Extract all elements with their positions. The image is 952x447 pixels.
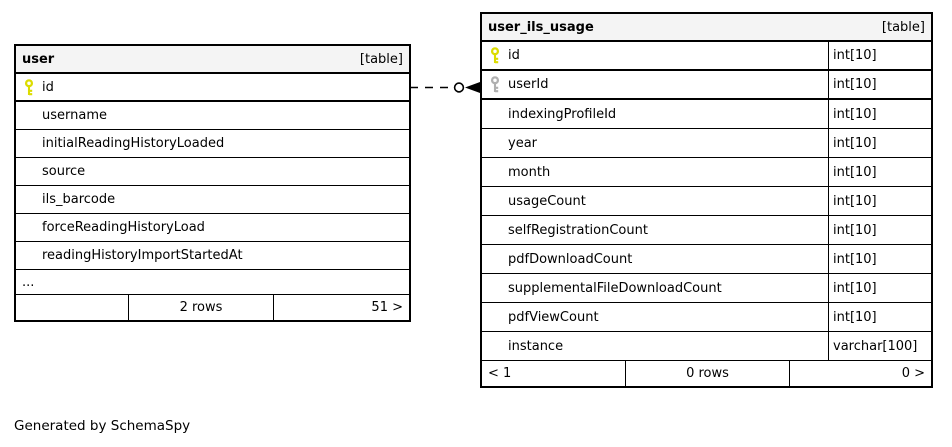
- column-type: int[10]: [828, 216, 931, 244]
- column-row: source: [16, 158, 409, 186]
- key-cell: [482, 332, 508, 360]
- table-header[interactable]: user_ils_usage [table]: [482, 14, 931, 42]
- footer-left-cell: [16, 295, 128, 320]
- column-name: id: [508, 48, 520, 63]
- key-cell: [16, 186, 42, 213]
- column-name: source: [42, 164, 86, 179]
- column-row: userId int[10]: [482, 71, 931, 100]
- truncation-row: ...: [16, 270, 409, 295]
- footer-row-count: 2 rows: [128, 295, 274, 320]
- column-row: instance varchar[100]: [482, 332, 931, 361]
- key-cell: [482, 245, 508, 273]
- column-row: initialReadingHistoryLoaded: [16, 130, 409, 158]
- key-cell: [482, 303, 508, 331]
- column-row: year int[10]: [482, 129, 931, 158]
- key-cell: [16, 158, 42, 185]
- column-name: username: [42, 108, 107, 123]
- column-list: id int[10] userId int[10] indexingProfil…: [482, 42, 931, 361]
- column-row: id int[10]: [482, 42, 931, 71]
- relationship-connector: [410, 82, 480, 93]
- key-cell: [482, 71, 508, 98]
- footer-parents-count: < 1: [488, 366, 512, 381]
- key-cell: [482, 100, 508, 128]
- table-footer: 2 rows 51 >: [16, 295, 409, 320]
- column-type: int[10]: [828, 129, 931, 157]
- column-name: usageCount: [508, 193, 586, 209]
- key-cell: [16, 74, 42, 100]
- key-cell: [482, 216, 508, 244]
- column-name: id: [42, 79, 54, 95]
- foreign-key-icon: [490, 76, 500, 93]
- key-cell: [482, 187, 508, 215]
- table-node-user[interactable]: user [table] id username initialReadingH…: [14, 44, 411, 322]
- table-type-badge: [table]: [359, 51, 403, 67]
- column-name: pdfViewCount: [508, 309, 599, 325]
- column-list: id username initialReadingHistoryLoaded …: [16, 74, 409, 270]
- key-cell: [482, 158, 508, 186]
- table-name: user_ils_usage: [488, 19, 594, 35]
- key-cell: [482, 129, 508, 157]
- column-row: supplementalFileDownloadCount int[10]: [482, 274, 931, 303]
- column-row: pdfDownloadCount int[10]: [482, 245, 931, 274]
- column-type: int[10]: [828, 158, 931, 186]
- column-name: selfRegistrationCount: [508, 222, 648, 238]
- column-type: int[10]: [828, 274, 931, 302]
- column-row: ils_barcode: [16, 186, 409, 214]
- column-name: forceReadingHistoryLoad: [42, 220, 205, 235]
- column-name: month: [508, 164, 551, 180]
- table-header[interactable]: user [table]: [16, 46, 409, 74]
- column-row: readingHistoryImportStartedAt: [16, 242, 409, 270]
- column-row: usageCount int[10]: [482, 187, 931, 216]
- key-cell: [482, 42, 508, 69]
- generated-by-note: Generated by SchemaSpy: [14, 418, 191, 434]
- column-type: int[10]: [828, 71, 931, 98]
- column-name: indexingProfileId: [508, 106, 617, 122]
- column-row: month int[10]: [482, 158, 931, 187]
- column-type: int[10]: [828, 245, 931, 273]
- column-name: ils_barcode: [42, 192, 116, 207]
- column-row: indexingProfileId int[10]: [482, 100, 931, 129]
- footer-row-count: 0 rows: [625, 361, 790, 386]
- primary-key-icon: [490, 47, 500, 64]
- column-row: pdfViewCount int[10]: [482, 303, 931, 332]
- key-cell: [482, 274, 508, 302]
- column-type: varchar[100]: [828, 332, 931, 360]
- primary-key-icon: [24, 78, 34, 95]
- key-cell: [16, 130, 42, 157]
- column-name: supplementalFileDownloadCount: [508, 280, 722, 296]
- column-type: int[10]: [828, 100, 931, 128]
- table-type-badge: [table]: [881, 19, 925, 35]
- table-name: user: [22, 51, 55, 67]
- key-cell: [16, 242, 42, 269]
- column-row: username: [16, 102, 409, 130]
- footer-children-count: 51 >: [371, 300, 403, 315]
- column-row: forceReadingHistoryLoad: [16, 214, 409, 242]
- column-row: selfRegistrationCount int[10]: [482, 216, 931, 245]
- column-type: int[10]: [828, 42, 931, 69]
- column-name: pdfDownloadCount: [508, 251, 633, 267]
- column-row: id: [16, 74, 409, 102]
- key-cell: [16, 102, 42, 129]
- column-name: instance: [508, 338, 564, 354]
- column-name: year: [508, 135, 538, 151]
- footer-children-count: 0 >: [901, 366, 925, 381]
- column-type: int[10]: [828, 303, 931, 331]
- table-node-user-ils-usage[interactable]: user_ils_usage [table] id int[10] userId…: [480, 12, 933, 388]
- key-cell: [16, 214, 42, 241]
- column-name: readingHistoryImportStartedAt: [42, 248, 243, 263]
- column-name: userId: [508, 77, 549, 92]
- table-footer: < 1 0 rows 0 >: [482, 361, 931, 386]
- column-name: initialReadingHistoryLoaded: [42, 136, 225, 151]
- column-type: int[10]: [828, 187, 931, 215]
